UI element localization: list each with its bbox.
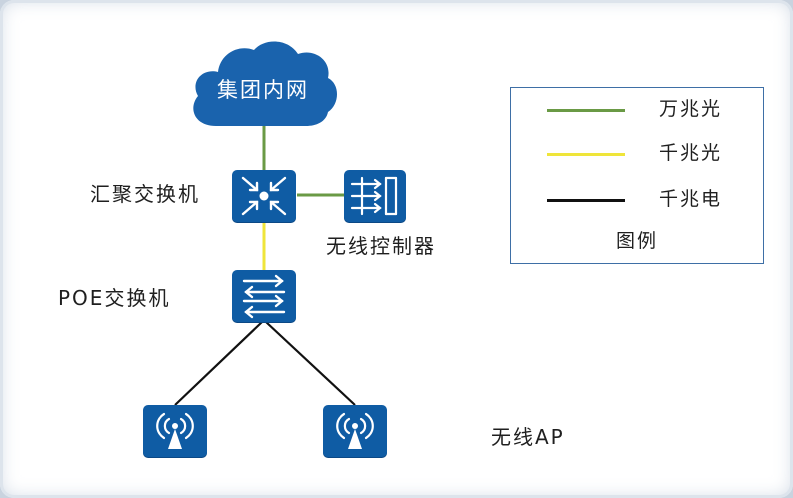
- legend-swatch-gig-copper: [547, 199, 625, 202]
- legend-swatch-ten-gig-fiber: [547, 109, 625, 112]
- poe-switch-label: POE交换机: [58, 286, 171, 310]
- link-poe-to-ap-right: [265, 321, 356, 406]
- poe-switch-icon: [242, 274, 286, 319]
- wireless-ap-1[interactable]: [143, 405, 207, 457]
- aggregation-switch-label: 汇聚交换机: [90, 182, 200, 206]
- cloud-icon: [193, 41, 337, 126]
- legend-item-ten-gig-fiber: 万兆光: [659, 98, 723, 120]
- poe-switch[interactable]: [232, 270, 296, 322]
- wireless-ap-label: 无线AP: [491, 425, 565, 449]
- legend-item-gig-copper: 千兆电: [659, 188, 723, 210]
- wireless-controller[interactable]: [344, 170, 406, 222]
- aggregation-switch[interactable]: [232, 170, 296, 222]
- wireless-ap-icon: [336, 412, 374, 449]
- aggregation-switch-icon: [241, 176, 287, 216]
- wireless-ap-icon: [156, 412, 194, 449]
- cloud-label: 集团内网: [217, 78, 309, 102]
- wireless-controller-label: 无线控制器: [326, 234, 436, 258]
- link-poe-to-ap-left: [174, 321, 263, 406]
- legend-swatch-gig-fiber: [547, 153, 625, 156]
- legend: 万兆光 千兆光 千兆电 图例: [510, 87, 764, 264]
- legend-item-gig-fiber: 千兆光: [659, 142, 723, 164]
- wireless-controller-icon: [350, 176, 398, 216]
- wireless-ap-2[interactable]: [323, 405, 387, 457]
- legend-title: 图例: [615, 230, 658, 252]
